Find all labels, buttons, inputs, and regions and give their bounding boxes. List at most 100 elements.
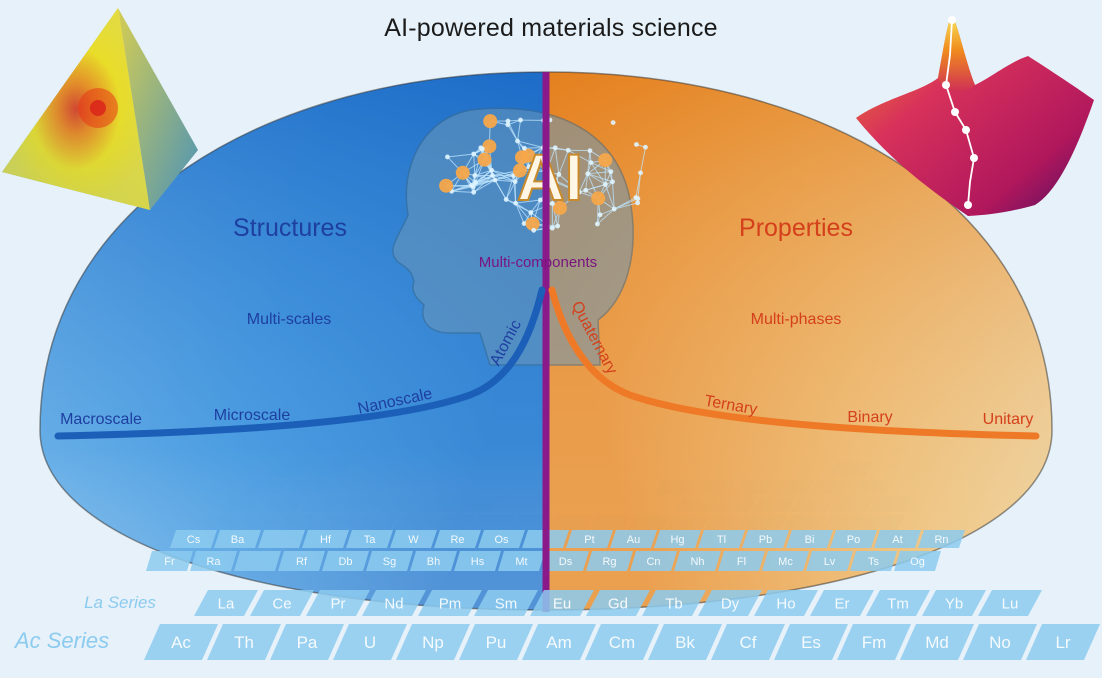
element-symbol: Md: [925, 633, 949, 652]
ai-label: AI: [517, 140, 583, 214]
element-symbol: Ts: [868, 556, 880, 568]
element-tile: Ba: [214, 530, 261, 548]
element-symbol: Lv: [824, 556, 836, 568]
element-symbol: Yb: [945, 595, 963, 612]
component-label-binary: Binary: [847, 409, 892, 426]
element-tile: Tb: [642, 590, 706, 616]
element-symbol: Sm: [495, 595, 518, 612]
element-tile: Fr: [146, 551, 193, 571]
element-tile: Lv: [806, 551, 853, 571]
element-tile: No: [963, 624, 1037, 660]
la-series-label: La Series: [84, 593, 156, 612]
element-symbol: Nh: [690, 556, 704, 568]
element-tile: Ta: [346, 530, 393, 548]
element-symbol: Cf: [740, 633, 757, 652]
element-tile: Ds: [542, 551, 589, 571]
element-tile: Ce: [250, 590, 314, 616]
element-symbol: Nd: [384, 595, 403, 612]
element-tile: Pt: [566, 530, 613, 548]
element-tile: Dy: [698, 590, 762, 616]
element-tile: Md: [900, 624, 974, 660]
lanthanide-row: La Ce Pr Nd Pm Sm Eu Gd Tb Dy Ho Er Tm Yb Lu: [194, 590, 1042, 616]
structures-scale-curve: [54, 286, 546, 440]
dome-right: [546, 72, 1052, 610]
element-tile: Hs: [454, 551, 501, 571]
element-tile: Tl: [698, 530, 745, 548]
properties-heading: Properties: [739, 214, 853, 242]
element-symbol: La: [218, 595, 235, 612]
element-symbol: Fm: [862, 633, 887, 652]
element-symbol: No: [989, 633, 1011, 652]
element-tile: Er: [810, 590, 874, 616]
element-symbol: Th: [234, 633, 254, 652]
element-tile: Og: [894, 551, 941, 571]
element-symbol: Bh: [427, 556, 440, 568]
element-tile: [234, 551, 281, 571]
element-tile: Cf: [711, 624, 785, 660]
element-tile: Hf: [302, 530, 349, 548]
element-tile: Sm: [474, 590, 538, 616]
element-symbol: Ta: [364, 534, 377, 546]
element-tile: Nh: [674, 551, 721, 571]
element-tile: Cm: [585, 624, 659, 660]
element-tile: Gd: [586, 590, 650, 616]
element-symbol: Og: [910, 556, 925, 568]
element-tile: Cs: [170, 530, 217, 548]
element-symbol: Pm: [439, 595, 462, 612]
element-symbol: Er: [835, 595, 850, 612]
element-tile: Ra: [190, 551, 237, 571]
element-tile: Pb: [742, 530, 789, 548]
page-title: AI-powered materials science: [384, 14, 718, 42]
element-symbol: Rg: [602, 556, 616, 568]
element-symbol: Pr: [331, 595, 346, 612]
element-tile: Pu: [459, 624, 533, 660]
structures-heading: Structures: [233, 214, 347, 242]
element-symbol: Eu: [553, 595, 571, 612]
element-symbol: Dy: [721, 595, 740, 612]
element-tile: Rf: [278, 551, 325, 571]
ac-series-label: Ac Series: [13, 628, 109, 653]
element-tile: Bi: [786, 530, 833, 548]
element-tile: [258, 530, 305, 548]
element-tile: Re: [434, 530, 481, 548]
element-symbol: Pu: [486, 633, 507, 652]
element-symbol: Ho: [776, 595, 795, 612]
element-tile: Fl: [718, 551, 765, 571]
dome-outline: [39, 71, 1053, 611]
element-symbol: At: [892, 534, 902, 546]
element-symbol: Mt: [515, 556, 527, 568]
element-symbol: Os: [494, 534, 509, 546]
element-tile: Os: [478, 530, 525, 548]
element-tile: Tm: [866, 590, 930, 616]
element-tile: Po: [830, 530, 877, 548]
element-symbol: W: [408, 534, 419, 546]
element-symbol: Po: [847, 534, 860, 546]
element-symbol: Hg: [670, 534, 684, 546]
element-symbol: Np: [422, 633, 444, 652]
element-tile: Np: [396, 624, 470, 660]
element-tile: Pa: [270, 624, 344, 660]
element-symbol: Hf: [320, 534, 332, 546]
element-symbol: Tm: [887, 595, 909, 612]
element-tile: Bh: [410, 551, 457, 571]
element-symbol: Re: [450, 534, 464, 546]
neural-network-icon: [439, 114, 648, 233]
scale-label-microscale: Microscale: [214, 407, 291, 424]
element-tile: Ac: [144, 624, 218, 660]
element-symbol: Cm: [609, 633, 635, 652]
element-symbol: Bi: [805, 534, 815, 546]
element-symbol: Hs: [471, 556, 485, 568]
properties-component-curve: [548, 286, 1040, 440]
element-tile: Am: [522, 624, 596, 660]
element-tile: Ho: [754, 590, 818, 616]
element-symbol: Gd: [608, 595, 628, 612]
multi-scales-label: Multi-scales: [247, 311, 331, 328]
element-symbol: Tl: [717, 534, 726, 546]
element-symbol: Pa: [297, 633, 318, 652]
phase-diagram-pyramid-icon: [2, 8, 198, 210]
element-symbol: Fl: [737, 556, 746, 568]
element-symbol: Lu: [1002, 595, 1019, 612]
multi-phases-label: Multi-phases: [751, 311, 842, 328]
element-symbol: Au: [627, 534, 640, 546]
